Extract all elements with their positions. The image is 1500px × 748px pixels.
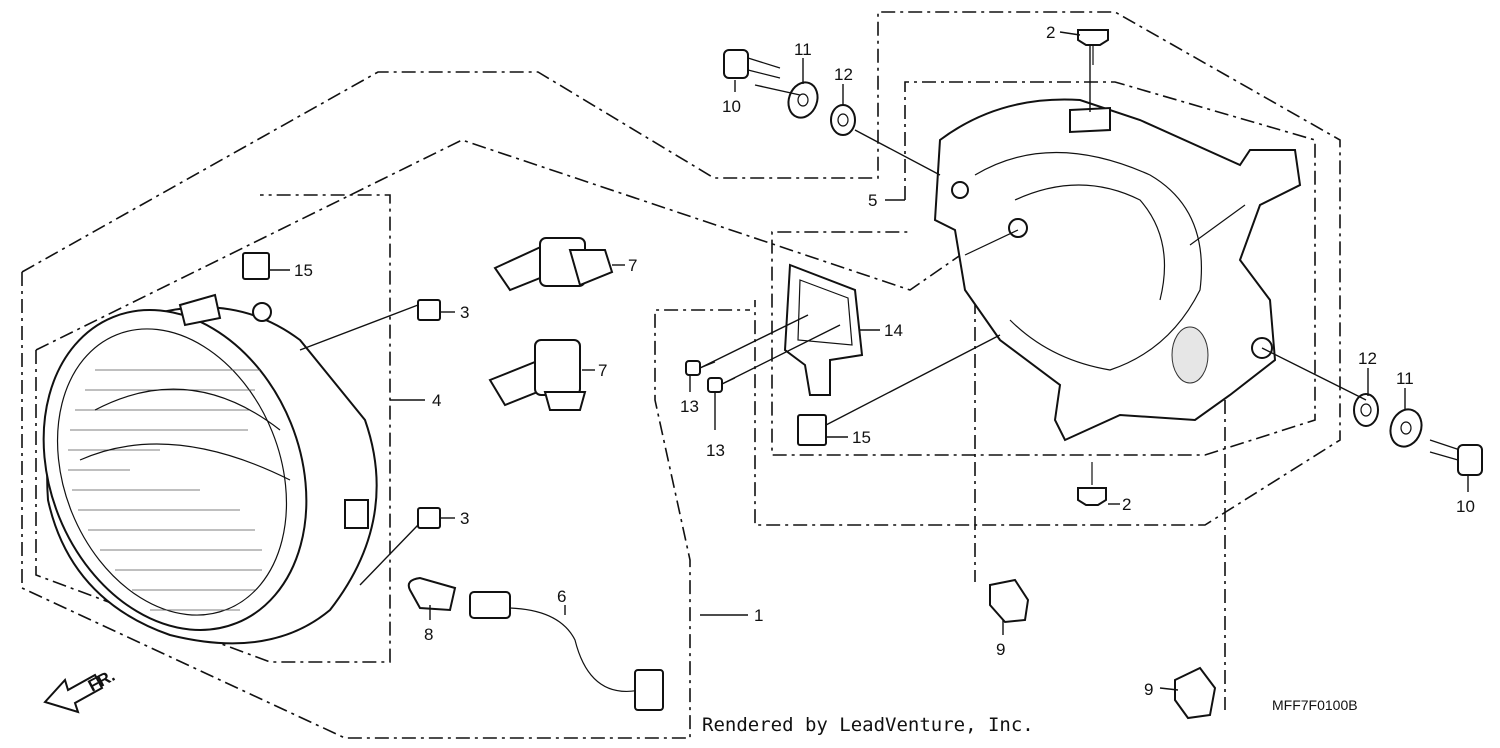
collar-12-right xyxy=(1353,393,1379,427)
callout-10-right: 10 xyxy=(1456,497,1475,516)
screw-2-bottom xyxy=(1077,462,1107,506)
callout-1: 1 xyxy=(754,606,763,625)
leader-lines xyxy=(270,31,1469,691)
screw-2-top xyxy=(1077,29,1109,65)
clip-nut-lower xyxy=(417,507,441,529)
callout-2-top: 2 xyxy=(1046,23,1055,42)
diagram-code: MFF7F0100B xyxy=(1272,697,1358,713)
callout-10-top: 10 xyxy=(722,97,741,116)
callout-13-lower: 13 xyxy=(706,441,725,460)
callout-15-left: 15 xyxy=(294,261,313,280)
headlight-bulb-lower xyxy=(488,339,587,411)
lens-hatching xyxy=(68,369,291,611)
callout-6: 6 xyxy=(557,587,566,606)
callout-5: 5 xyxy=(868,191,877,210)
bolt-10-right xyxy=(1429,439,1483,476)
headlight-case xyxy=(933,98,1302,442)
washer-11-right xyxy=(1389,408,1423,448)
collar-12-top xyxy=(830,104,856,136)
clip-9-bottom xyxy=(1174,666,1217,720)
position-bulb-and-socket xyxy=(407,576,664,711)
callout-15-right: 15 xyxy=(852,428,871,447)
clip-nut-upper xyxy=(417,299,441,321)
callout-7-lower: 7 xyxy=(598,361,607,380)
callout-2-bottom: 2 xyxy=(1122,495,1131,514)
callout-12-top: 12 xyxy=(834,65,853,84)
headlight-bulb-upper xyxy=(493,237,614,292)
callout-labels: 1 2 2 3 3 4 5 6 7 7 8 9 9 10 10 11 11 12… xyxy=(294,23,1475,699)
callout-11-right: 11 xyxy=(1396,369,1414,388)
washer-11-top xyxy=(787,81,819,119)
callout-9-bottom: 9 xyxy=(1144,680,1153,699)
callout-13-upper: 13 xyxy=(680,397,699,416)
mounting-plate xyxy=(783,263,864,396)
callout-11-top: 11 xyxy=(794,40,812,59)
callout-9-center: 9 xyxy=(996,640,1005,659)
callout-7-upper: 7 xyxy=(628,256,637,275)
callout-3-lower: 3 xyxy=(460,509,469,528)
callout-8: 8 xyxy=(424,625,433,644)
bolt-10-top xyxy=(723,49,781,79)
callout-4: 4 xyxy=(432,391,441,410)
clip-15-left xyxy=(242,252,270,280)
headlight-unit xyxy=(42,293,378,645)
callout-14: 14 xyxy=(884,321,903,340)
clip-15-right xyxy=(797,414,827,446)
clip-9-center xyxy=(989,578,1030,624)
callout-12-right: 12 xyxy=(1358,349,1377,368)
callout-3-upper: 3 xyxy=(460,303,469,322)
front-direction-arrow xyxy=(43,673,104,714)
assembly-boundaries xyxy=(21,11,1341,739)
footer-credit: Rendered by LeadVenture, Inc. xyxy=(702,714,1034,736)
